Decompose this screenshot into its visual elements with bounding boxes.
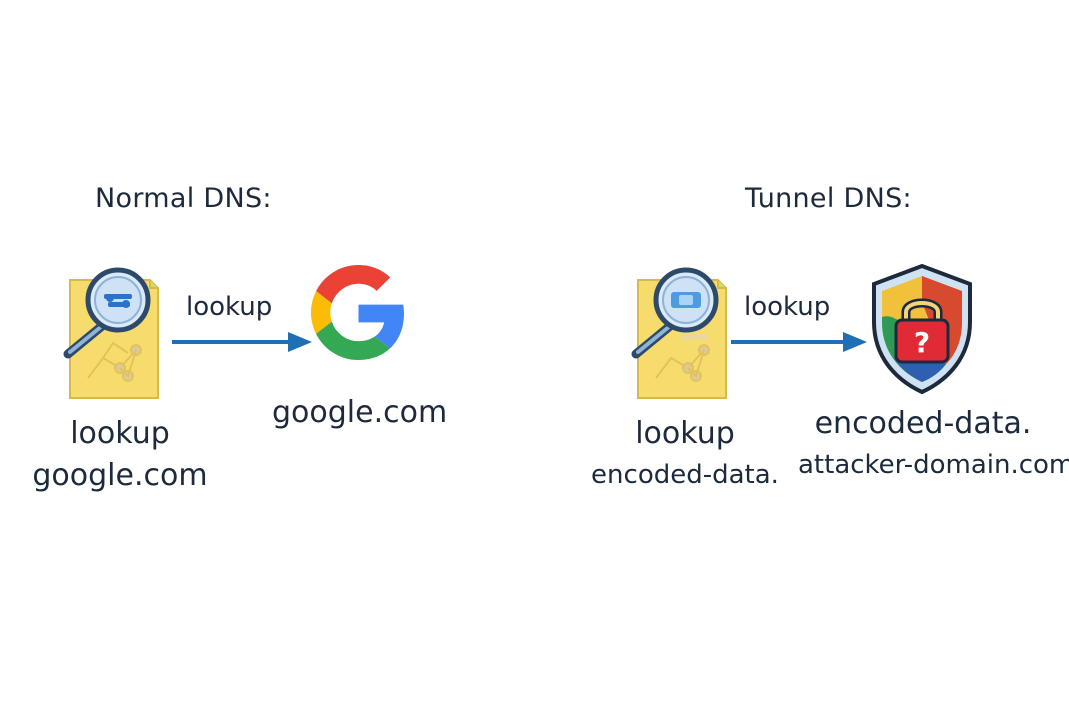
tunnel-source-line2: encoded-data. xyxy=(591,460,779,490)
tunnel-source-line1: lookup xyxy=(635,416,735,451)
arrow-right-icon xyxy=(731,332,867,352)
normal-target-label: google.com xyxy=(272,395,448,430)
tunnel-arrow-label: lookup xyxy=(744,292,831,322)
tunnel-dns-heading: Tunnel DNS: xyxy=(745,183,912,214)
tunnel-target-caption: encoded-data. attacker-domain.com xyxy=(798,403,1069,485)
google-logo-icon xyxy=(311,265,404,360)
normal-source-line1: lookup xyxy=(70,416,170,451)
normal-dns-heading: Normal DNS: xyxy=(95,183,272,214)
tunnel-source-caption: lookup encoded-data. xyxy=(590,413,780,495)
tunnel-target-line2: attacker-domain.com xyxy=(798,450,1069,480)
normal-arrow-label: lookup xyxy=(186,292,273,322)
arrow-right-icon xyxy=(172,332,312,352)
document-search-icon xyxy=(63,267,159,399)
svg-text:?: ? xyxy=(914,326,930,359)
normal-source-caption: lookup google.com xyxy=(30,413,210,497)
tunnel-target-line1: encoded-data. xyxy=(814,406,1032,441)
shield-lock-question-icon: ? xyxy=(872,263,972,395)
normal-source-line2: google.com xyxy=(32,458,208,493)
document-search-icon xyxy=(631,267,727,399)
